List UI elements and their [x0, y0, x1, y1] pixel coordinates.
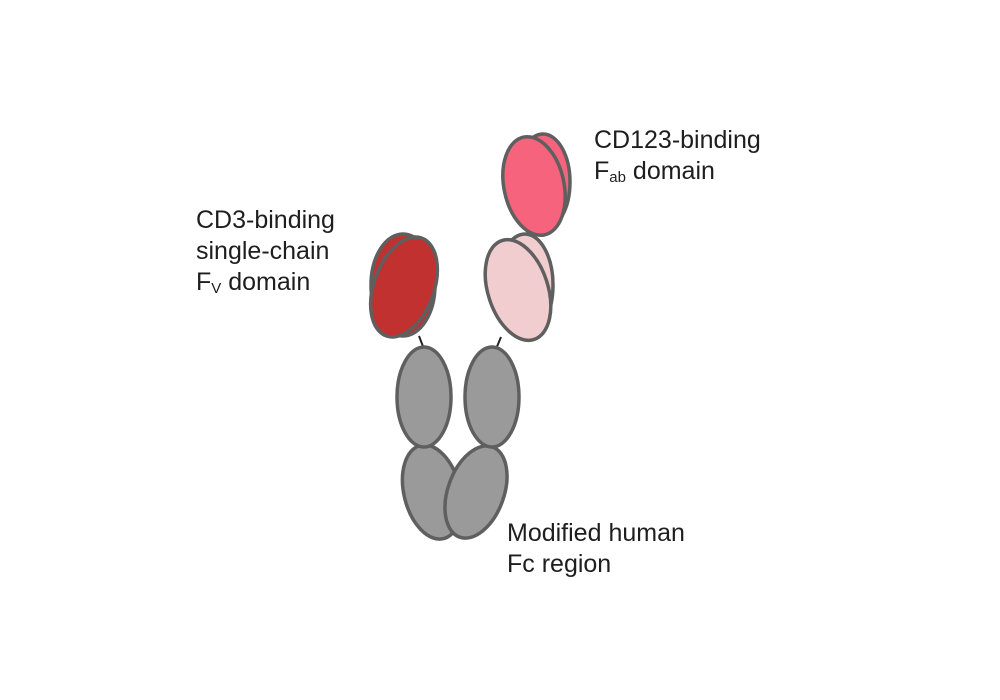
fv-subscript: V	[211, 280, 222, 297]
cd3-label-line2: single-chain	[196, 237, 330, 265]
fab-rest: domain	[625, 157, 715, 185]
fc-label-line1: Modified human	[507, 519, 685, 547]
scfv-domain-front	[368, 235, 440, 339]
fc-label-line2: Fc region	[507, 550, 612, 578]
cd123-label-line2: Fab domain	[594, 156, 761, 187]
fab-subscript: ab	[609, 169, 626, 186]
fc-label: Modified human Fc region	[507, 518, 685, 580]
fv-rest: domain	[221, 268, 311, 296]
fab-main: F	[594, 157, 610, 185]
cd123-label: CD123-binding Fab domain	[594, 125, 761, 187]
fab-lower-front	[483, 237, 553, 343]
fv-main: F	[196, 268, 212, 296]
cd3-label-line3: FV domain	[196, 267, 335, 298]
fc-ch2-right	[463, 345, 521, 449]
cd3-label: CD3-binding single-chain FV domain	[196, 205, 335, 298]
fab-upper-front	[501, 134, 567, 238]
fc-ch2-left	[395, 345, 453, 449]
cd3-label-line1: CD3-binding	[196, 206, 335, 234]
cd123-label-line1: CD123-binding	[594, 126, 761, 154]
